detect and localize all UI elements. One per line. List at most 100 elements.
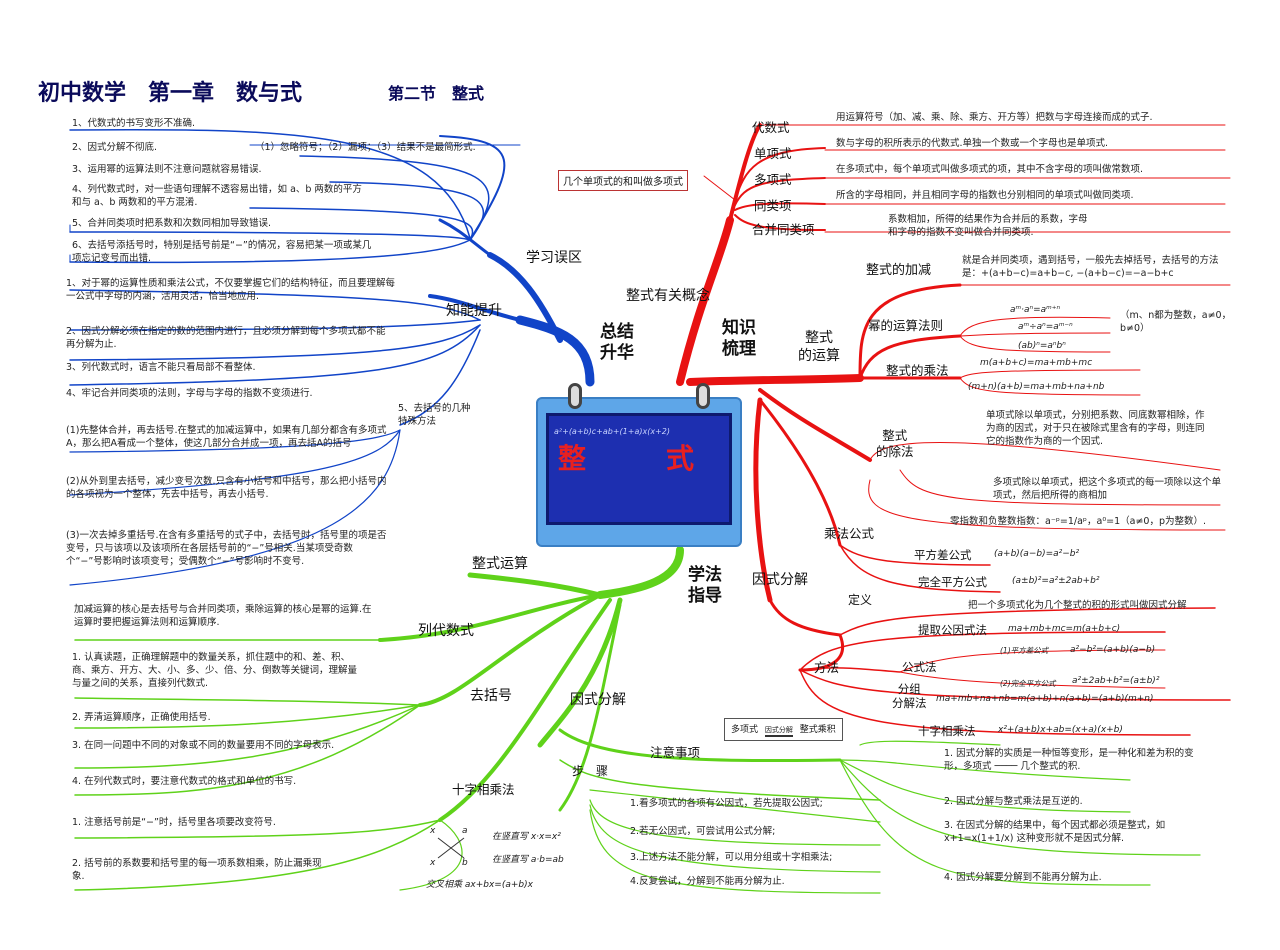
- div-desc-2: 多项式除以单项式，把这个多项式的每一项除以这个单项式，然后把所得的商相加: [993, 477, 1222, 501]
- cross-letter-b: b: [462, 858, 468, 868]
- mult-rule-1: m(a+b+c)=ma+mb+mc: [980, 358, 1093, 368]
- step-3: 3.上述方法不能分解，可以用分组或十字相乘法;: [630, 852, 833, 863]
- cross-lines-icon: [437, 837, 465, 859]
- section-title: 第二节 整式: [388, 84, 485, 103]
- common-factor-label: 提取公因式法: [918, 623, 987, 637]
- central-label: 整 式: [557, 442, 720, 475]
- bracket-1: 1. 注意括号前是“−”时，括号里各项要改变符号.: [72, 817, 276, 828]
- concept-desc-5: 系数相加，所得的结果作为合并后的系数，字母和字母的指数不变叫做合并同类项.: [888, 214, 1088, 238]
- branch-summary: 总结 升华: [600, 322, 634, 364]
- mult-rule-2: (m+n)(a+b)=ma+mb+na+nb: [968, 382, 1105, 392]
- calendar-panel: [546, 413, 732, 525]
- formulas-label: 乘法公式: [824, 526, 875, 541]
- ability-1: 1、对于幂的运算性质和乘法公式，不仅要掌握它们的结构特征，而且要理解每一公式中字…: [66, 278, 396, 302]
- concept-label-3: 多项式: [754, 172, 792, 187]
- flow-from: 多项式: [731, 725, 759, 735]
- central-formula: a²+(a+b)c+ab+(1+a)x(x+2): [554, 427, 670, 436]
- cautions-title: 注意事项: [650, 745, 701, 760]
- concept-desc-4: 所含的字母相同，并且相同字母的指数也分别相同的单项式叫做同类项.: [836, 190, 1134, 201]
- mistake-2: 2、因式分解不彻底.: [72, 142, 158, 153]
- concept-label-1: 代数式: [752, 120, 790, 135]
- concept-desc-2: 数与字母的积所表示的代数式.单独一个数或一个字母也是单项式.: [836, 138, 1109, 149]
- factoring-title: 因式分解: [752, 572, 808, 588]
- mistake-6: 6、去括号添括号时，特别是括号前是“−”的情况，容易把某一项或某几项忘记变号而出…: [72, 240, 372, 264]
- red-branches: [676, 123, 1231, 736]
- formula-method-rule-1: a²−b²=(a+b)(a−b): [1070, 645, 1156, 655]
- grouping-label: 分组 分解法: [892, 682, 927, 711]
- mistakes-title: 学习误区: [526, 250, 582, 266]
- cross-line-2: 在竖直写 a·b=ab: [492, 855, 564, 865]
- formula-method-tag-2: (2)完全平方公式: [1000, 679, 1056, 688]
- cross-method-rule: x²+(a+b)x+ab=(x+a)(x+b): [998, 725, 1123, 735]
- concept-label-4: 同类项: [754, 198, 792, 213]
- cross-letter-x1: x: [430, 826, 436, 836]
- ability-3: 3、列代数式时，语言不能只看局部不看整体.: [66, 362, 256, 373]
- mult-label: 整式的乘法: [886, 363, 949, 378]
- ability-2: 2、因式分解必须在指定的数的范围内进行，且必须分解到每个多项式都不能再分解为止.: [66, 326, 386, 350]
- div-desc-1: 单项式除以单项式，分别把系数、同底数幂相除，作为商的因式，对于只在被除式里含有的…: [986, 410, 1205, 447]
- power-rule-3: (ab)ⁿ=aⁿbⁿ: [1018, 341, 1066, 351]
- caution-1: 1. 因式分解的实质是一种恒等变形，是一种化和差为积的变形，多项式 ──── 几…: [944, 748, 1194, 772]
- power-rule-2: aᵐ÷aⁿ=aᵐ⁻ⁿ: [1018, 322, 1073, 332]
- cross-line-1: 在竖直写 x·x=x²: [492, 832, 561, 842]
- bracket-2: 2. 括号前的系数要和括号里的每一项系数相乘，防止漏乘现象.: [72, 858, 322, 882]
- mistake-detail: （1）忽略符号；（2）漏项；（3）结果不是最简形式.: [255, 142, 476, 153]
- mistake-3: 3、运用幂的运算法则不注意问题就容易错误.: [72, 164, 262, 175]
- calendar-ring-left: [568, 383, 582, 409]
- blue-branches: [69, 128, 595, 586]
- bracket-tips-title: 5、去括号的几种特殊方法: [398, 403, 471, 427]
- factoring-flow-box: 多项式 因式分解 整式乘积: [724, 718, 843, 741]
- formula-method-rule-2: a²±2ab+b²=(a±b)²: [1072, 676, 1160, 686]
- power-condition: （m、n都为整数，a≠0，b≠0）: [1120, 310, 1232, 334]
- bracket-title: 去括号: [470, 688, 512, 704]
- calendar-ring-right: [696, 383, 710, 409]
- diff-squares-rule: (a+b)(a−b)=a²−b²: [994, 549, 1080, 559]
- power-rule-1: aᵐ·aⁿ=aᵐ⁺ⁿ: [1010, 305, 1061, 315]
- expr-4: 4. 在列代数式时，要注意代数式的格式和单位的书写.: [72, 776, 297, 787]
- step-2: 2.若无公因式，可尝试用公式分解;: [630, 826, 776, 837]
- mistake-1: 1、代数式的书写变形不准确.: [72, 118, 196, 129]
- branch-concept: 整式有关概念: [626, 288, 710, 304]
- formula-method-label: 公式法: [902, 660, 937, 674]
- factoring-def: 把一个多项式化为几个整式的积的形式叫做因式分解: [968, 600, 1187, 611]
- perfect-square-label: 完全平方公式: [918, 575, 987, 589]
- step-1: 1.看多项式的各项有公因式，若先提取公因式;: [630, 798, 823, 809]
- expr-3: 3. 在同一问题中不同的对象或不同的数量要用不同的字母表示.: [72, 740, 335, 751]
- cross-method-label: 十字相乘法: [918, 724, 976, 738]
- mistake-4: 4、列代数式时，对一些语句理解不透容易出错，如 a、b 两数的平方和与 a、b …: [72, 184, 362, 208]
- factoring-def-label: 定义: [848, 593, 873, 607]
- factoring-methods-label: 方法: [814, 660, 840, 675]
- expr-2: 2. 弄清运算顺序，正确使用括号.: [72, 712, 211, 723]
- bracket-tip-1: (1)先整体合并，再去括号.在整式的加减运算中，如果有几部分都含有多项式A，那么…: [66, 425, 387, 449]
- polynomial-popup: 几个单项式的和叫做多项式: [558, 170, 688, 191]
- calc-title: 整式运算: [472, 556, 528, 572]
- concept-label-5: 合并同类项: [752, 222, 815, 237]
- perfect-square-rule: (a±b)²=a²±2ab+b²: [1012, 576, 1100, 586]
- common-factor-rule: ma+mb+mc=m(a+b+c): [1008, 624, 1121, 634]
- cross-title: 十字相乘法: [452, 782, 515, 797]
- div-label: 整式 的除法: [876, 428, 914, 459]
- green-branches: [74, 546, 1201, 894]
- concept-label-2: 单项式: [754, 146, 792, 161]
- branch-methods: 学法 指导: [688, 565, 722, 607]
- flow-to: 整式乘积: [799, 725, 836, 735]
- step-4: 4.反复尝试，分解到不能再分解为止.: [630, 876, 785, 887]
- central-topic: a²+(a+b)c+ab+(1+a)x(x+2) 整 式: [536, 383, 742, 547]
- caution-4: 4. 因式分解要分解到不能再分解为止.: [944, 872, 1102, 883]
- power-label: 幂的运算法则: [868, 318, 944, 333]
- caution-2: 2. 因式分解与整式乘法是互逆的.: [944, 796, 1083, 807]
- factor-title: 因式分解: [570, 692, 626, 708]
- cross-letter-x2: x: [430, 858, 436, 868]
- bracket-tip-3: (3)一次去掉多重括号.在含有多重括号的式子中，去括号时，括号里的项是否变号，只…: [66, 530, 387, 567]
- concept-desc-1: 用运算符号（加、减、乘、除、乘方、开方等）把数与字母连接而成的式子.: [836, 112, 1153, 123]
- bracket-tip-2: (2)从外到里去括号，减少变号次数.只含有小括号和中括号，那么把小括号内的各项视…: [66, 476, 387, 500]
- ability-4: 4、牢记合并同类项的法则，字母与字母的指数不变须进行.: [66, 388, 313, 399]
- expr-title: 列代数式: [418, 623, 474, 639]
- page-title: 初中数学 第一章 数与式: [38, 81, 303, 106]
- cross-line-3: 交叉相乘 ax+bx=(a+b)x: [426, 880, 533, 890]
- grouping-rule: ma+mb+na+nb=m(a+b)+n(a+b)=(a+b)(m+n): [936, 694, 1154, 704]
- concept-desc-3: 在多项式中，每个单项式叫做多项式的项，其中不含字母的项叫做常数项.: [836, 164, 1144, 175]
- operations-title: 整式 的运算: [798, 330, 840, 364]
- cross-letter-a: a: [462, 826, 468, 836]
